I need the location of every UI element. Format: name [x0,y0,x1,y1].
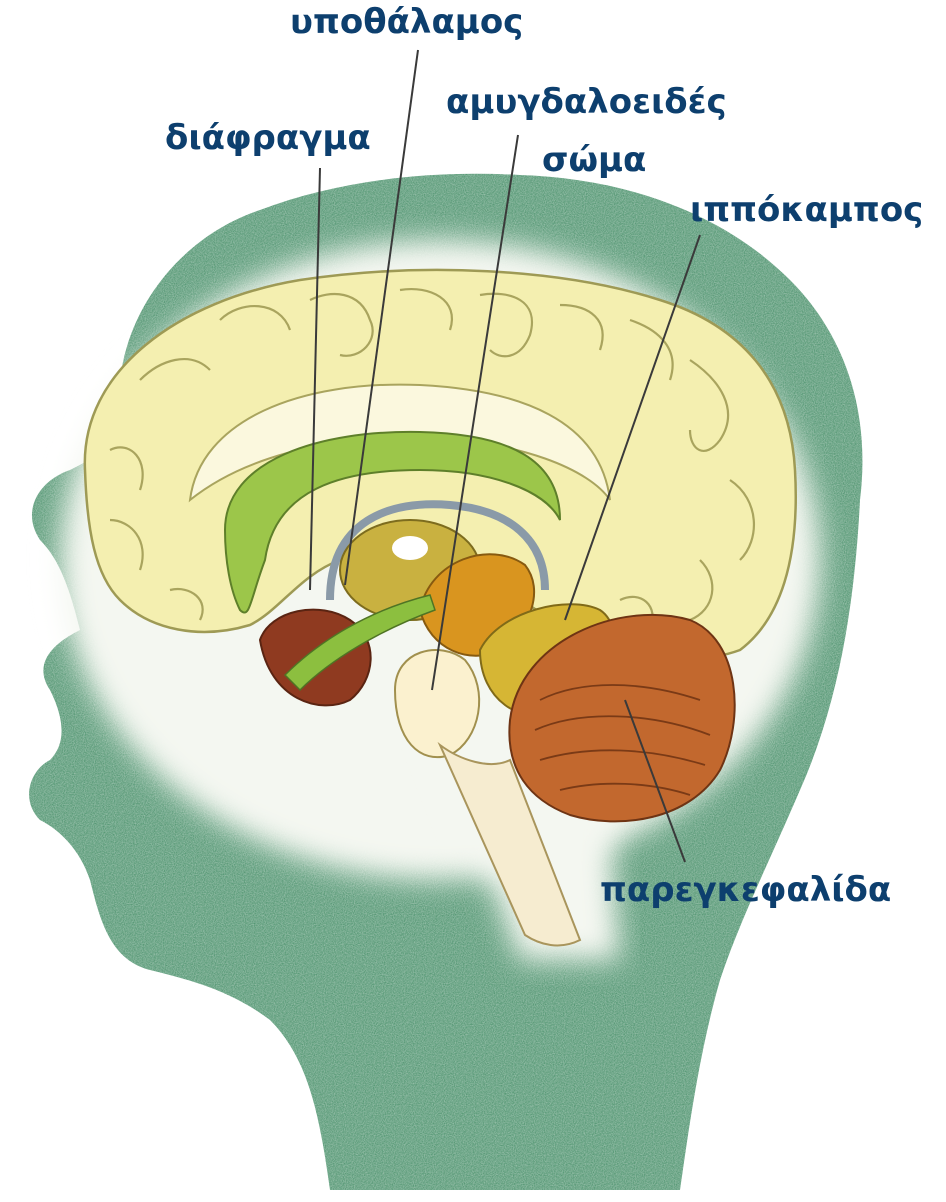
pons [395,650,479,757]
label-hypothalamus: υποθάλαμος [290,2,523,42]
thalamus-spot [392,536,428,560]
label-septum: διάφραγμα [165,118,371,158]
label-amygdala-line1: αμυγδαλοειδές [446,82,727,122]
label-amygdala-line2: σώμα [542,140,646,180]
label-cerebellum: παρεγκεφαλίδα [600,870,891,910]
label-hippocampus: ιππόκαμπος [690,190,923,230]
